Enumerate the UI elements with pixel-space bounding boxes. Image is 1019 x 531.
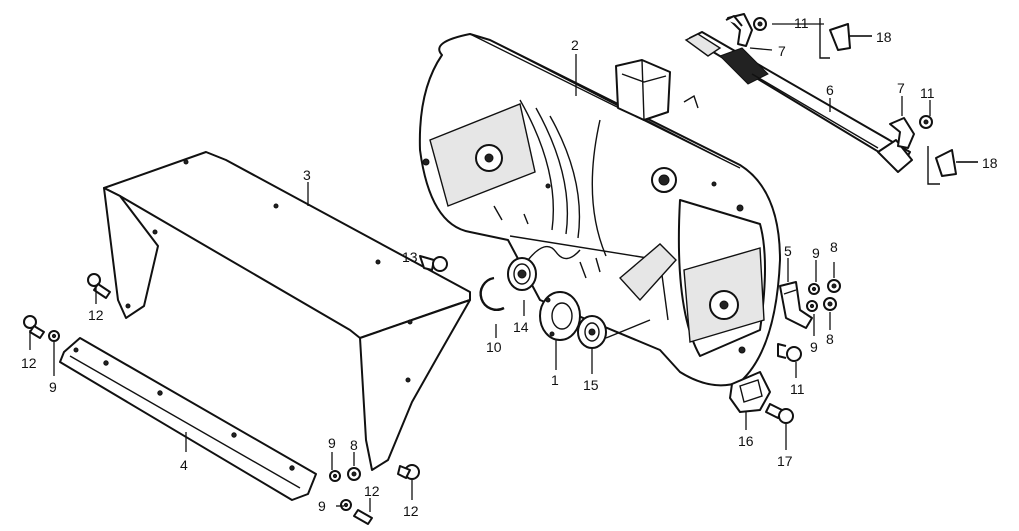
hardware-right-part: [806, 279, 841, 312]
leader-lines: [29, 23, 978, 512]
scraper-bar-part: [59, 337, 317, 501]
callout-9-right-bottom: 9: [810, 339, 818, 355]
callout-17: 17: [777, 453, 793, 469]
callout-1: 1: [551, 372, 559, 388]
callout-16: 16: [738, 433, 754, 449]
callout-12-bottom-right: 12: [403, 503, 419, 519]
callout-14: 14: [513, 319, 529, 335]
callout-18-top: 18: [876, 29, 892, 45]
callout-11-right: 11: [920, 85, 935, 101]
callout-labels: 2 3 4 5 6 7 7 11 11 18 18 13 10 14 1 15 …: [21, 15, 998, 519]
hardware-bottom-part: [329, 464, 420, 525]
callout-18-right: 18: [982, 155, 998, 171]
pin-18-right-part: [927, 146, 978, 185]
callout-9-bottom-top: 9: [328, 435, 336, 451]
callout-12-upper: 12: [88, 307, 104, 323]
pin-18-top-part: [819, 18, 872, 59]
shield-plate-part: [103, 151, 471, 471]
callout-5: 5: [784, 243, 792, 259]
callout-12-left: 12: [21, 355, 37, 371]
callout-9-left: 9: [49, 379, 57, 395]
clip-right-part: [889, 115, 933, 149]
callout-10: 10: [486, 339, 502, 355]
callout-9-bottom: 9: [318, 498, 326, 514]
shaft-part: [684, 31, 913, 173]
callout-8-right-top: 8: [830, 239, 838, 255]
clip-top-part: [725, 13, 767, 47]
flange-part: [539, 291, 581, 341]
bolt-12-left-part: [23, 315, 60, 342]
bolt-17-part: [765, 403, 794, 424]
callout-8-right-bottom: 8: [826, 331, 834, 347]
callout-13: 13: [402, 249, 418, 265]
auger-housing-part: [418, 33, 781, 387]
bolt-12-upper-part: [87, 273, 111, 299]
callout-9-right-top: 9: [812, 245, 820, 261]
callout-12-bottom-mid: 12: [364, 483, 380, 499]
bolt-11-lower-part: [777, 343, 802, 362]
callout-2: 2: [571, 37, 579, 53]
snap-ring-part: [479, 276, 505, 311]
callout-7-right: 7: [897, 80, 905, 96]
skid-shoe-part: [729, 371, 771, 413]
bushing-part: [577, 315, 651, 349]
bolt-13-part: [419, 255, 448, 272]
bracket-part: [779, 281, 813, 329]
callout-6: 6: [826, 82, 834, 98]
callout-4: 4: [180, 457, 188, 473]
callout-3: 3: [303, 167, 311, 183]
callout-11-lower: 11: [790, 381, 805, 397]
callout-15: 15: [583, 377, 599, 393]
bearing-part: [507, 257, 537, 291]
callout-8-bottom: 8: [350, 437, 358, 453]
callout-11-top: 11: [794, 15, 809, 31]
callout-7-top: 7: [778, 43, 786, 59]
